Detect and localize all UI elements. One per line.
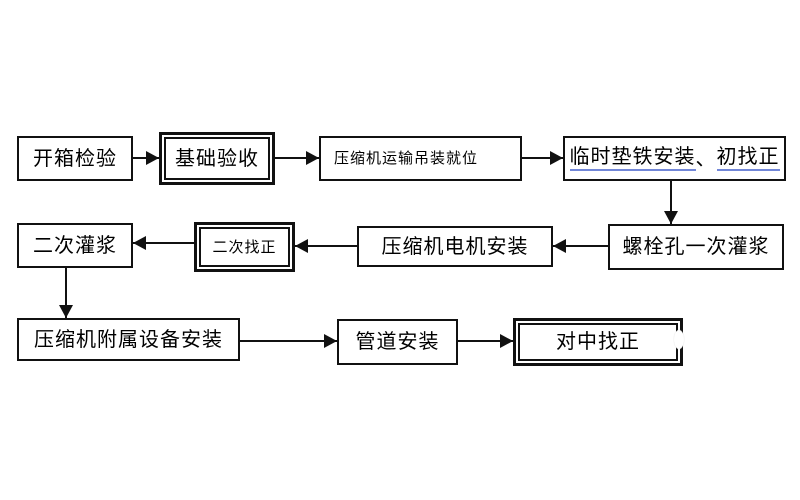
arrow-bolt-grouting-to-motor (553, 239, 608, 253)
border-smudge-artifact (674, 330, 684, 349)
node-foundation: 基础验收 (159, 132, 275, 185)
node-second-alignment: 二次找正 (194, 222, 295, 272)
node-auxiliary-equipment: 压缩机附属设备安装 (17, 318, 240, 361)
arrow-second-grouting-to-auxiliary (59, 268, 73, 318)
node-centering-inner-border: 对中找正 (518, 323, 678, 361)
node-foundation-label: 基础验收 (175, 147, 259, 170)
node-piping: 管道安装 (337, 319, 458, 365)
node-shim-separator: 、 (695, 147, 717, 170)
arrow-unboxing-to-foundation (133, 151, 159, 165)
arrow-transport-to-shim (522, 151, 563, 165)
node-foundation-inner-border: 基础验收 (164, 137, 270, 180)
node-auxiliary-equipment-label: 压缩机附属设备安装 (34, 328, 223, 351)
node-second-grouting: 二次灌浆 (17, 223, 133, 268)
arrow-auxiliary-to-piping (240, 334, 337, 348)
node-motor-install-label: 压缩机电机安装 (381, 235, 529, 258)
arrow-foundation-to-transport (275, 151, 319, 165)
arrow-shim-to-bolt-grouting (664, 181, 678, 224)
arrow-piping-to-centering (458, 334, 513, 348)
arrow-motor-to-second-alignment (295, 239, 357, 253)
node-unboxing-label: 开箱检验 (33, 147, 117, 170)
node-second-alignment-label: 二次找正 (212, 238, 277, 256)
node-second-alignment-inner-border: 二次找正 (199, 227, 290, 267)
node-centering-label: 对中找正 (556, 331, 640, 353)
node-motor-install: 压缩机电机安装 (357, 226, 553, 267)
node-centering: 对中找正 (513, 318, 683, 366)
node-shim-alignment: 临时垫铁安装、初找正 (563, 136, 786, 181)
node-transport: 压缩机运输吊装就位 (319, 136, 522, 181)
arrow-second-alignment-to-second-grouting (133, 236, 194, 250)
node-second-grouting-label: 二次灌浆 (33, 234, 117, 257)
node-transport-label: 压缩机运输吊装就位 (334, 150, 479, 167)
node-piping-label: 管道安装 (355, 331, 440, 353)
node-unboxing: 开箱检验 (17, 136, 133, 181)
node-shim-label-part1: 临时垫铁安装 (569, 147, 696, 171)
node-bolt-grouting: 螺栓孔一次灌浆 (608, 224, 784, 270)
node-bolt-grouting-label: 螺栓孔一次灌浆 (622, 236, 770, 258)
node-shim-label-part2: 初找正 (716, 147, 780, 171)
